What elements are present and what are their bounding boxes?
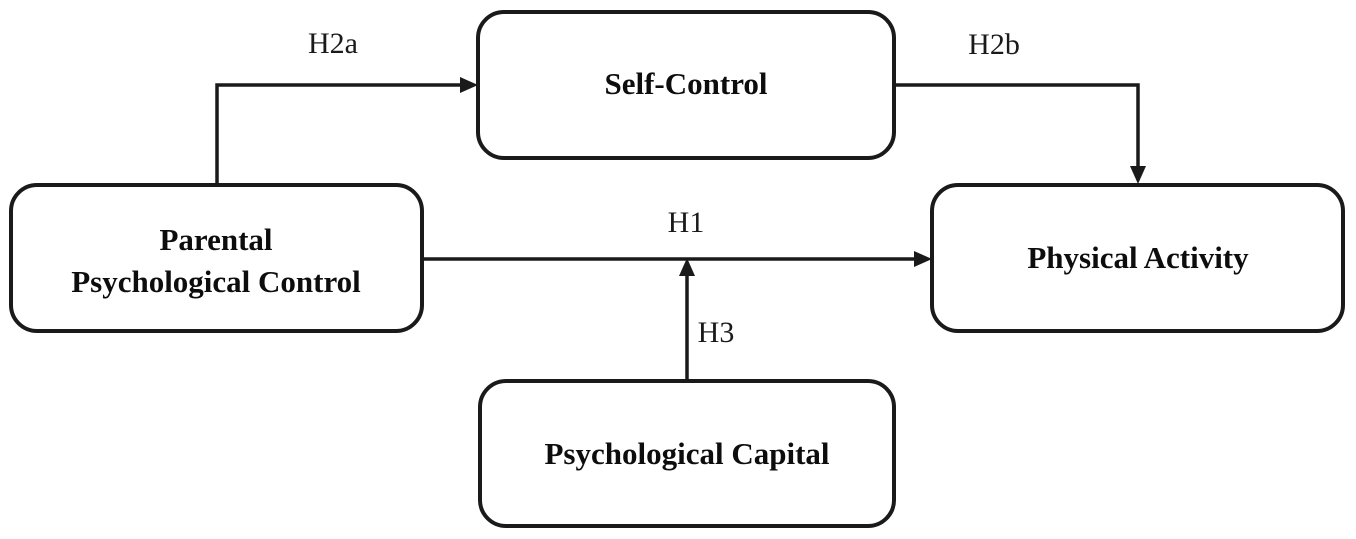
node-physical-activity-label: Physical Activity <box>1027 240 1249 275</box>
edge-h2a-label: H2a <box>308 27 358 60</box>
edge-h3: H3 <box>679 258 734 381</box>
edge-h2a-line <box>215 83 468 185</box>
edge-h2b: H2b <box>894 28 1146 184</box>
node-self-control-box[interactable] <box>476 10 896 160</box>
node-parental-psychological-control[interactable]: Parental Psychological Control <box>9 183 424 333</box>
node-psychological-capital-box[interactable] <box>478 379 896 528</box>
edge-h2a: H2a <box>215 27 478 185</box>
edge-h1-arrowhead <box>914 251 932 267</box>
node-parental-psychological-control-label-line-2: Psychological Control <box>71 264 361 299</box>
node-physical-activity[interactable]: Physical Activity <box>930 183 1345 333</box>
edge-h1-label: H1 <box>668 206 705 239</box>
edge-h3-label: H3 <box>698 316 735 349</box>
node-self-control[interactable]: Self-Control <box>476 10 896 160</box>
edge-h1: H1 <box>422 206 932 267</box>
edge-h2b-line <box>894 83 1140 173</box>
node-parental-psychological-control-label-line-1: Parental <box>159 222 272 257</box>
node-psychological-capital-label: Psychological Capital <box>544 436 829 471</box>
node-psychological-capital[interactable]: Psychological Capital <box>478 379 896 528</box>
edge-h3-arrowhead <box>679 258 695 276</box>
edge-h2b-label: H2b <box>968 28 1020 61</box>
node-physical-activity-box[interactable] <box>930 183 1345 333</box>
edge-h2a-arrowhead <box>460 77 478 93</box>
node-self-control-label: Self-Control <box>604 66 767 101</box>
node-parental-psychological-control-box[interactable] <box>9 183 424 333</box>
edge-h2b-arrowhead <box>1130 166 1146 184</box>
